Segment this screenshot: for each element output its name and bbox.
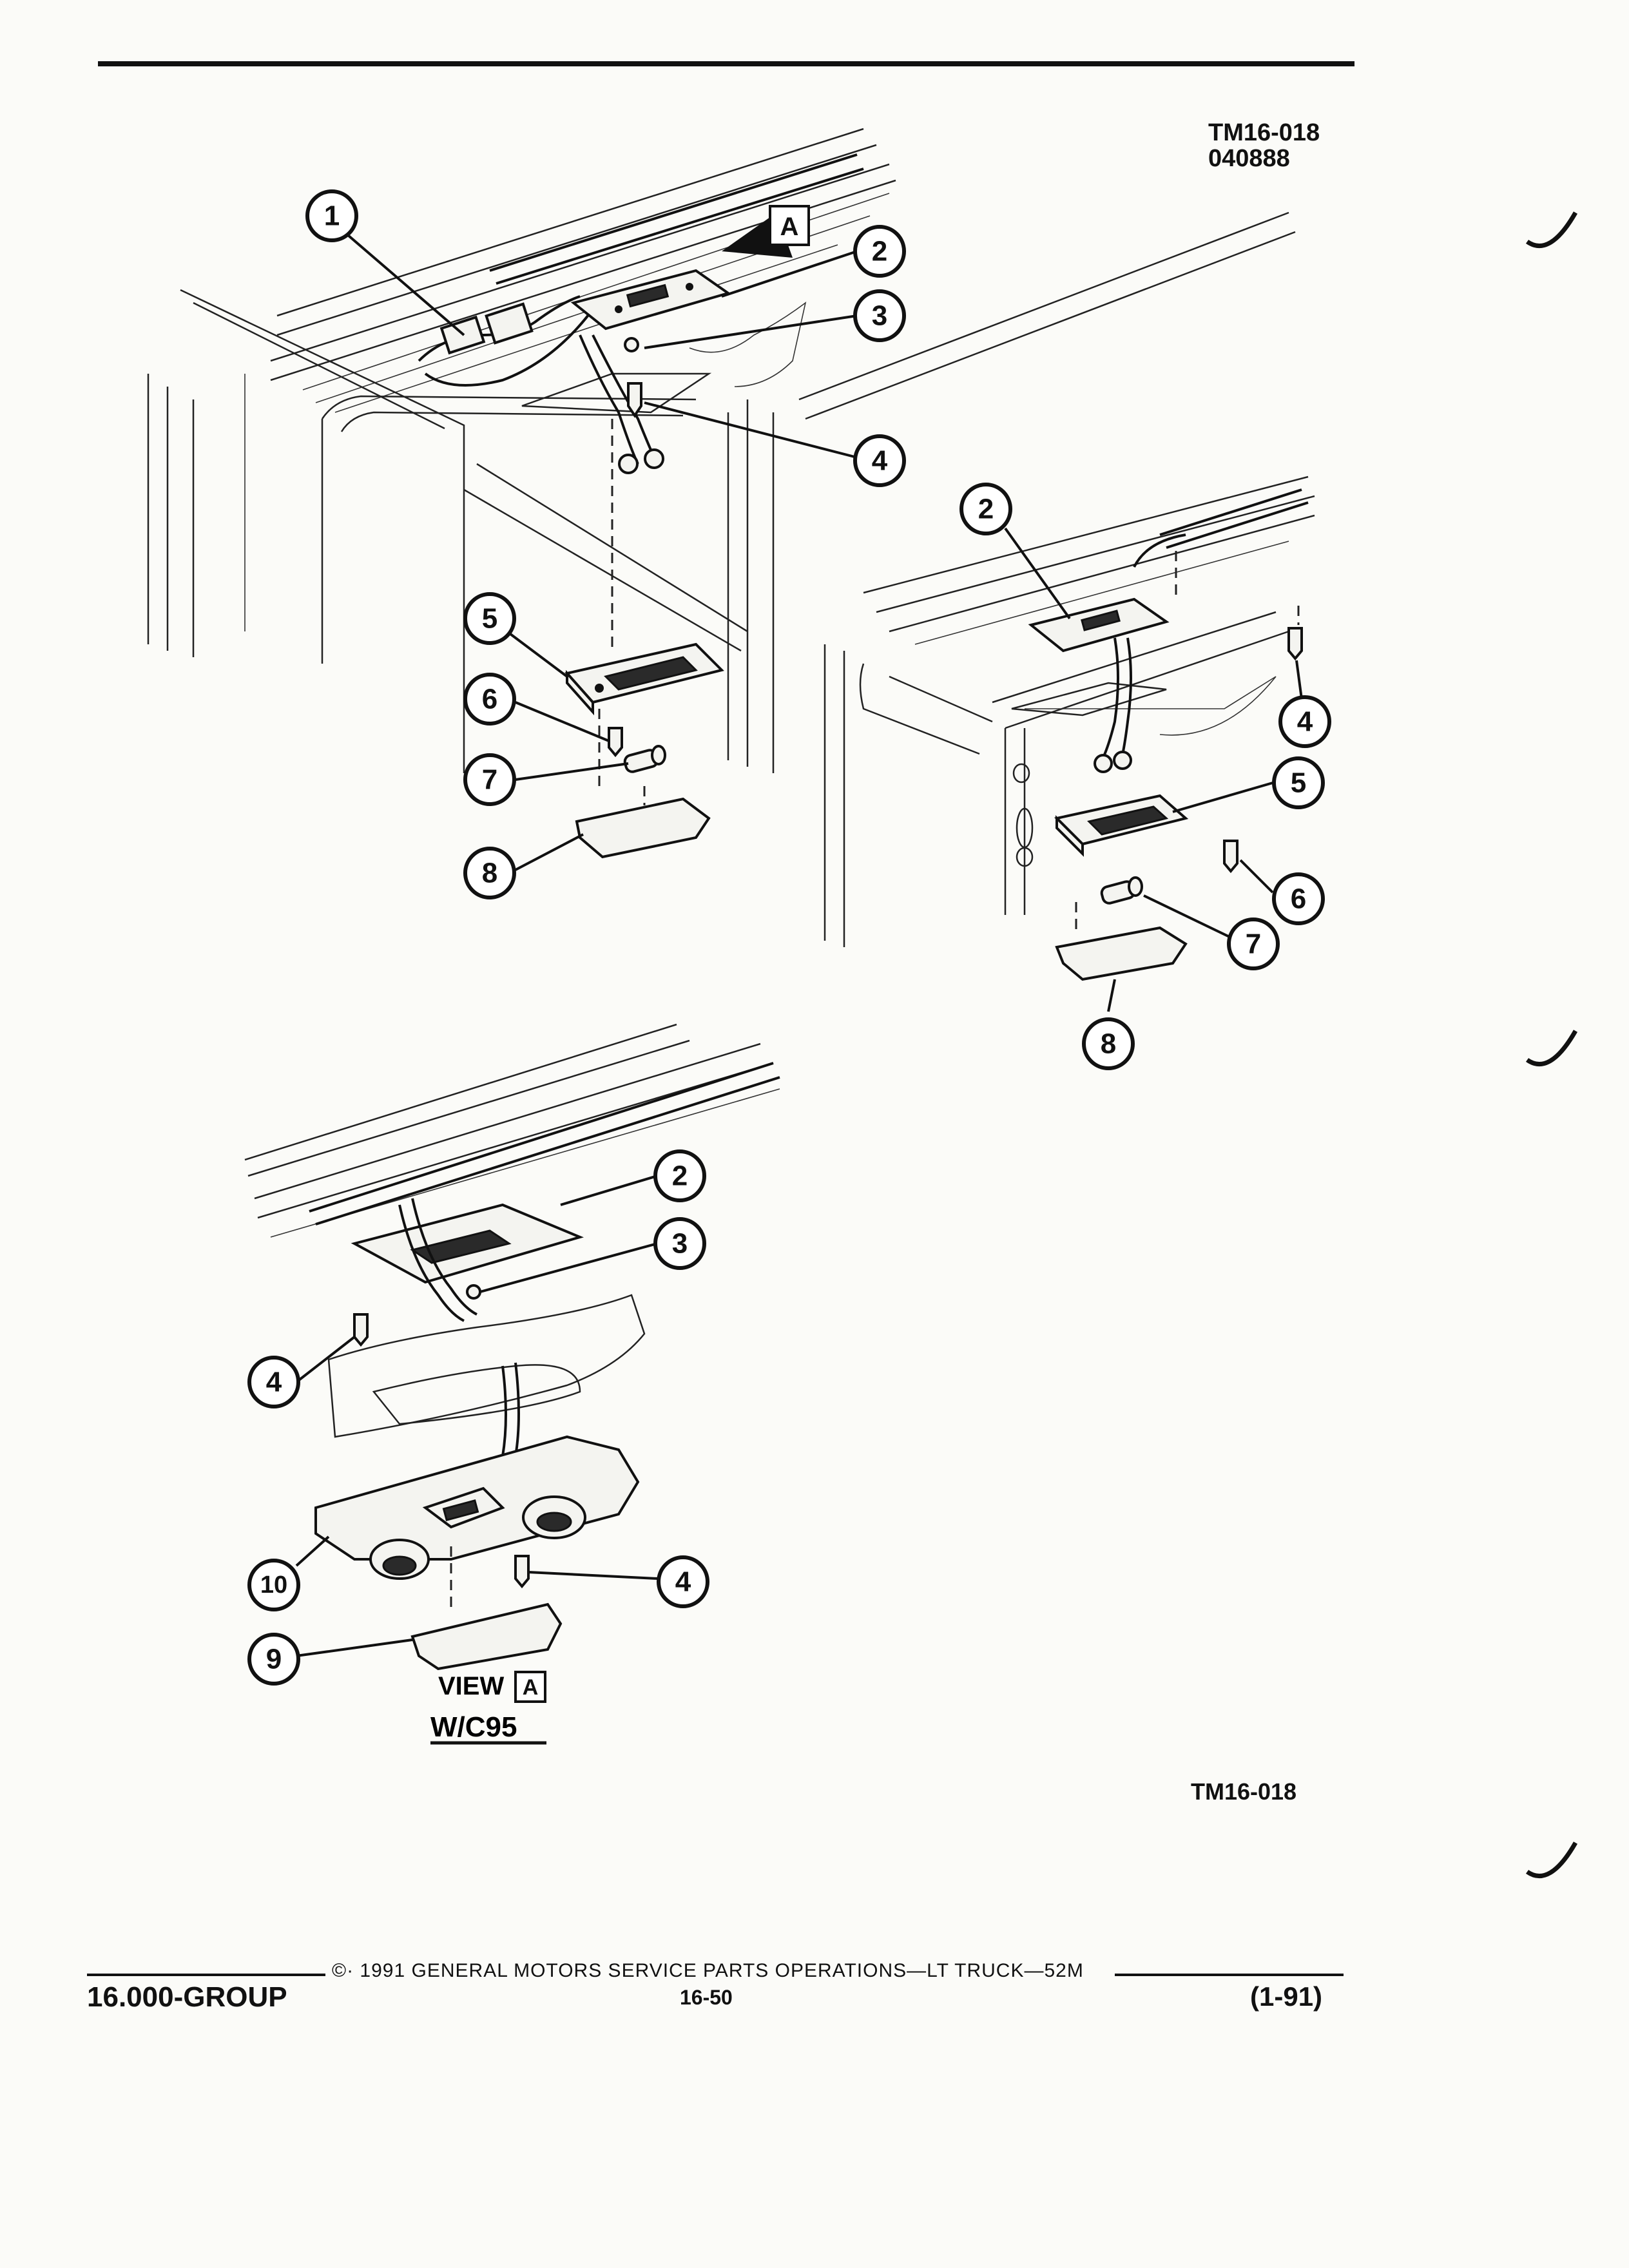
callout-6-right: 6 <box>1272 872 1325 925</box>
mounting-bracket-upper-left <box>570 269 731 331</box>
svg-text:8: 8 <box>1101 1028 1116 1060</box>
callout-4-right: 4 <box>1278 695 1331 748</box>
figure-date-code: 040888 <box>1208 145 1290 172</box>
callout-2-view-a: 2 <box>653 1149 706 1202</box>
callout-4-top: 4 <box>853 434 906 487</box>
svg-text:2: 2 <box>872 236 887 267</box>
screw-6-right <box>1223 840 1239 874</box>
svg-text:4: 4 <box>1297 706 1313 738</box>
svg-text:2: 2 <box>978 494 994 525</box>
callout-4-view-a-lower: 4 <box>657 1555 709 1608</box>
callout-1: 1 <box>305 189 358 242</box>
connector-right-a <box>1094 754 1113 773</box>
roof-console <box>314 1435 640 1580</box>
svg-text:A: A <box>523 1675 539 1700</box>
callout-2-right: 2 <box>959 483 1012 535</box>
mounting-bracket-view-a <box>351 1198 584 1322</box>
footer-page-number: 16-50 <box>680 1986 733 2009</box>
roof-structure-right <box>824 476 1315 947</box>
footer-group: 16.000-GROUP <box>87 1981 287 2013</box>
callout-5-left: 5 <box>463 592 516 645</box>
svg-text:3: 3 <box>872 300 887 332</box>
lens-left <box>575 797 711 859</box>
screw-upper-left <box>627 382 642 418</box>
view-a-direction-arrow: A <box>722 205 810 258</box>
nut-view-a <box>466 1284 481 1300</box>
harness-right-2 <box>1120 637 1132 761</box>
view-a-label: VIEW A W/C95 <box>430 1671 546 1745</box>
svg-text:W/C95: W/C95 <box>430 1711 517 1743</box>
svg-text:3: 3 <box>672 1228 688 1260</box>
lamp-housing-right <box>1054 794 1189 857</box>
footer-revision-date: (1-91) <box>1250 1981 1323 2012</box>
bulb-left <box>623 745 666 773</box>
callout-6-left: 6 <box>463 673 516 726</box>
roof-structure-left <box>147 128 1296 773</box>
figure-id: TM16-018 <box>1208 119 1320 146</box>
screw-right <box>1287 627 1303 661</box>
svg-text:7: 7 <box>482 764 497 796</box>
svg-text:5: 5 <box>482 603 497 635</box>
svg-text:5: 5 <box>1291 767 1306 799</box>
callout-8-left: 8 <box>463 847 516 899</box>
arrow-letter: A <box>780 213 799 241</box>
callout-3-view-a: 3 <box>653 1217 706 1270</box>
callout-7-right: 7 <box>1227 918 1280 970</box>
callout-3-top: 3 <box>853 289 906 342</box>
screw-view-a-upper <box>353 1313 369 1347</box>
svg-text:6: 6 <box>482 684 497 715</box>
callout-7-left: 7 <box>463 753 516 806</box>
figure-id-bottom: TM16-018 <box>1191 1778 1297 1805</box>
svg-text:4: 4 <box>266 1367 282 1398</box>
lens-right <box>1055 926 1188 981</box>
binder-mark-1 <box>1525 211 1578 249</box>
nut-upper-left <box>624 337 639 352</box>
svg-text:4: 4 <box>675 1566 691 1598</box>
leader-lines <box>295 234 1303 1657</box>
console-lens <box>410 1602 563 1671</box>
callout-2-top: 2 <box>853 225 906 278</box>
headliner-cutout-left <box>521 302 807 414</box>
binder-mark-3 <box>1525 1841 1578 1879</box>
svg-text:7: 7 <box>1246 928 1261 960</box>
svg-text:6: 6 <box>1291 883 1306 915</box>
svg-text:2: 2 <box>672 1160 688 1192</box>
mounting-bracket-right <box>1028 533 1186 653</box>
headliner-cutout-right <box>1011 682 1167 716</box>
connector-right-b <box>1113 751 1132 770</box>
binder-mark-2 <box>1525 1030 1578 1067</box>
svg-text:10: 10 <box>260 1571 287 1599</box>
bulb-right <box>1100 876 1143 905</box>
svg-text:8: 8 <box>482 858 497 889</box>
callout-8-right: 8 <box>1082 1017 1135 1070</box>
svg-text:1: 1 <box>324 200 340 232</box>
footer-copyright: ©· 1991 GENERAL MOTORS SERVICE PARTS OPE… <box>332 1960 1084 1981</box>
roof-structure-view-a <box>244 1023 780 1238</box>
callout-10: 10 <box>247 1559 300 1611</box>
harness-right <box>1101 637 1119 761</box>
header-rule <box>98 61 1354 66</box>
callout-5-right: 5 <box>1272 756 1325 809</box>
callout-4-view-a-upper: 4 <box>247 1356 300 1408</box>
svg-text:4: 4 <box>872 445 888 477</box>
lamp-housing-left <box>564 642 724 716</box>
screw-view-a-lower <box>514 1555 530 1589</box>
screw-left <box>608 727 623 758</box>
svg-text:VIEW: VIEW <box>438 1672 504 1700</box>
svg-text:9: 9 <box>266 1644 282 1675</box>
callout-9: 9 <box>247 1633 300 1686</box>
